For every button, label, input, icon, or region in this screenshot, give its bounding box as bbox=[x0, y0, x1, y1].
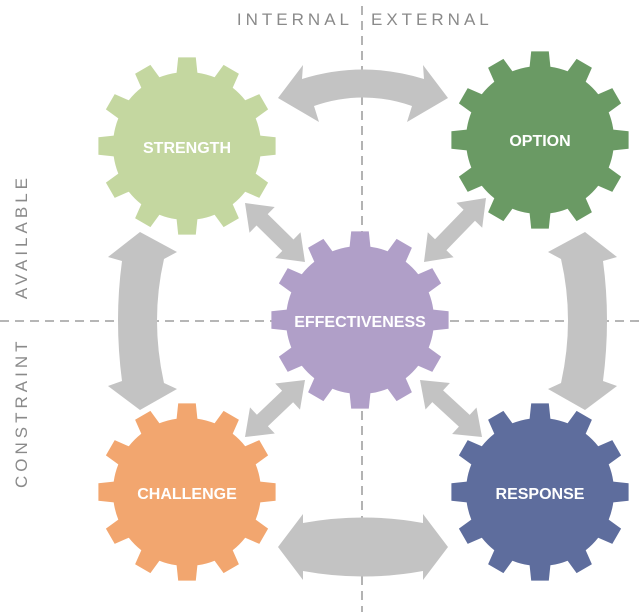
gear-label-challenge: CHALLENGE bbox=[137, 486, 237, 503]
gear-strength: STRENGTH bbox=[98, 57, 276, 235]
axis-label-constraint: CONSTRAINT bbox=[12, 338, 31, 489]
connector-diagonal-top-left bbox=[245, 203, 305, 262]
connector-left-curved-arrow bbox=[108, 232, 177, 410]
gear-option: OPTION bbox=[451, 51, 629, 229]
gear-label-response: RESPONSE bbox=[496, 486, 585, 503]
connector-right-curved-arrow bbox=[548, 232, 617, 410]
connector-bottom-curved-arrow bbox=[278, 514, 448, 580]
connector-diagonal-top-right bbox=[424, 198, 486, 262]
axis-label-available: AVAILABLE bbox=[12, 174, 31, 299]
gear-label-strength: STRENGTH bbox=[143, 140, 231, 157]
connector-diagonal-bottom-right bbox=[420, 380, 482, 437]
gear-challenge: CHALLENGE bbox=[98, 403, 276, 581]
connector-diagonal-bottom-left bbox=[245, 380, 305, 437]
gear-label-effectiveness: EFFECTIVENESS bbox=[294, 314, 426, 331]
gear-label-option: OPTION bbox=[509, 133, 570, 150]
connector-top-curved-arrow bbox=[278, 65, 448, 122]
gear-response: RESPONSE bbox=[451, 403, 629, 581]
gear-effectiveness: EFFECTIVENESS bbox=[271, 231, 449, 409]
axis-label-external: EXTERNAL bbox=[371, 10, 493, 29]
axis-label-internal: INTERNAL bbox=[237, 10, 353, 29]
